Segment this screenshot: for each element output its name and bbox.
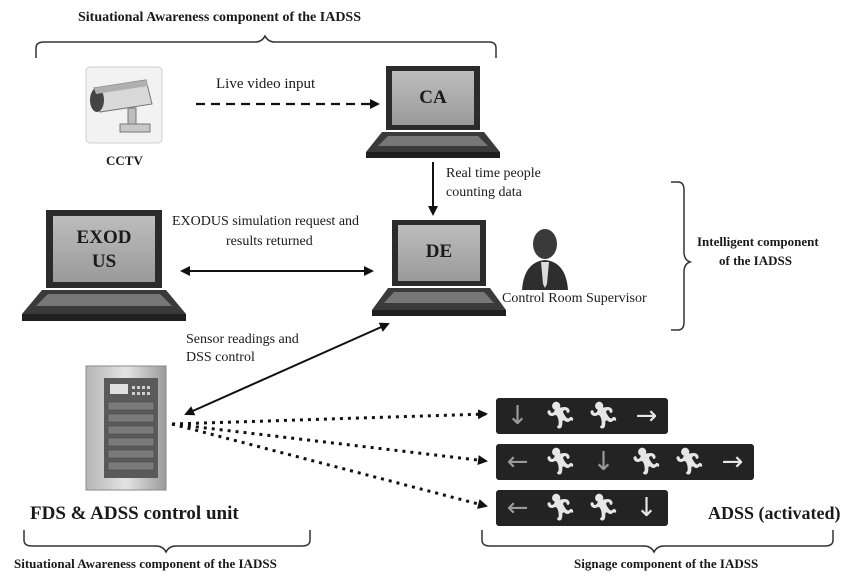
supervisor-person-icon [522, 229, 568, 290]
signage-row-1: ↓ 🏃︎ 🏃︎ → [496, 398, 668, 434]
sensor-label-line2: DSS control [186, 350, 255, 365]
exodus-screen-line2: US [91, 250, 117, 272]
top-brace [35, 34, 497, 58]
down-arrow-icon: ↓ [635, 493, 658, 523]
right-arrow-icon: → [721, 447, 744, 477]
running-man-icon: 🏃︎ [543, 401, 577, 431]
bottom-right-title: Signage component of the IADSS [574, 556, 759, 571]
running-man-icon: 🏃︎ [543, 493, 577, 523]
cctv-camera-icon [85, 66, 163, 144]
signage-row-2: ← 🏃︎ ↓ 🏃︎ 🏃︎ → [496, 444, 754, 480]
supervisor-label: Control Room Supervisor [502, 291, 647, 306]
realtime-label-line2: counting data [446, 185, 522, 200]
down-arrow-icon: ↓ [506, 401, 529, 431]
signage-row-3: ← 🏃︎ 🏃︎ ↓ [496, 490, 668, 526]
intelligent-title-line2: of the IADSS [719, 253, 792, 268]
cctv-label: CCTV [106, 153, 143, 168]
ca-screen-label: CA [419, 87, 447, 108]
ca-laptop-icon [366, 66, 500, 158]
realtime-label-line1: Real time people [446, 166, 541, 181]
running-man-icon: 🏃︎ [629, 447, 663, 477]
signal-line-2 [171, 422, 488, 466]
top-section-title: Situational Awareness component of the I… [78, 10, 362, 25]
left-arrow-icon: ← [506, 493, 529, 523]
sensor-label-line1: Sensor readings and [186, 332, 299, 347]
down-arrow-icon: ↓ [592, 447, 615, 477]
exodus-screen-label: EXOD US [53, 226, 155, 274]
fds-control-unit-label: FDS & ADSS control unit [30, 503, 239, 524]
bottom-right-brace [481, 530, 834, 554]
fds-control-cabinet-icon [85, 365, 167, 491]
running-man-icon: 🏃︎ [543, 447, 577, 477]
exodus-laptop-icon [22, 210, 186, 321]
exodus-request-line1: EXODUS simulation request and [172, 214, 360, 229]
left-arrow-icon: ← [506, 447, 529, 477]
adss-activated-label: ADSS (activated) [708, 503, 841, 523]
bottom-left-title: Situational Awareness component of the I… [14, 556, 277, 571]
exodus-request-line2: results returned [226, 234, 313, 249]
running-man-icon: 🏃︎ [586, 401, 620, 431]
exodus-screen-line1: EXOD [76, 227, 132, 248]
right-arrow-icon: → [635, 401, 658, 431]
sensor-control-arrow [184, 322, 390, 416]
right-brace [671, 181, 693, 331]
intelligent-title-line1: Intelligent component [697, 234, 819, 249]
live-video-label: Live video input [216, 76, 316, 92]
signal-line-3 [171, 422, 488, 509]
signal-line-1 [171, 409, 488, 426]
de-laptop-icon [372, 220, 506, 316]
running-man-icon: 🏃︎ [672, 447, 706, 477]
bottom-left-brace [23, 530, 311, 554]
running-man-icon: 🏃︎ [586, 493, 620, 523]
de-screen-label: DE [425, 241, 453, 262]
